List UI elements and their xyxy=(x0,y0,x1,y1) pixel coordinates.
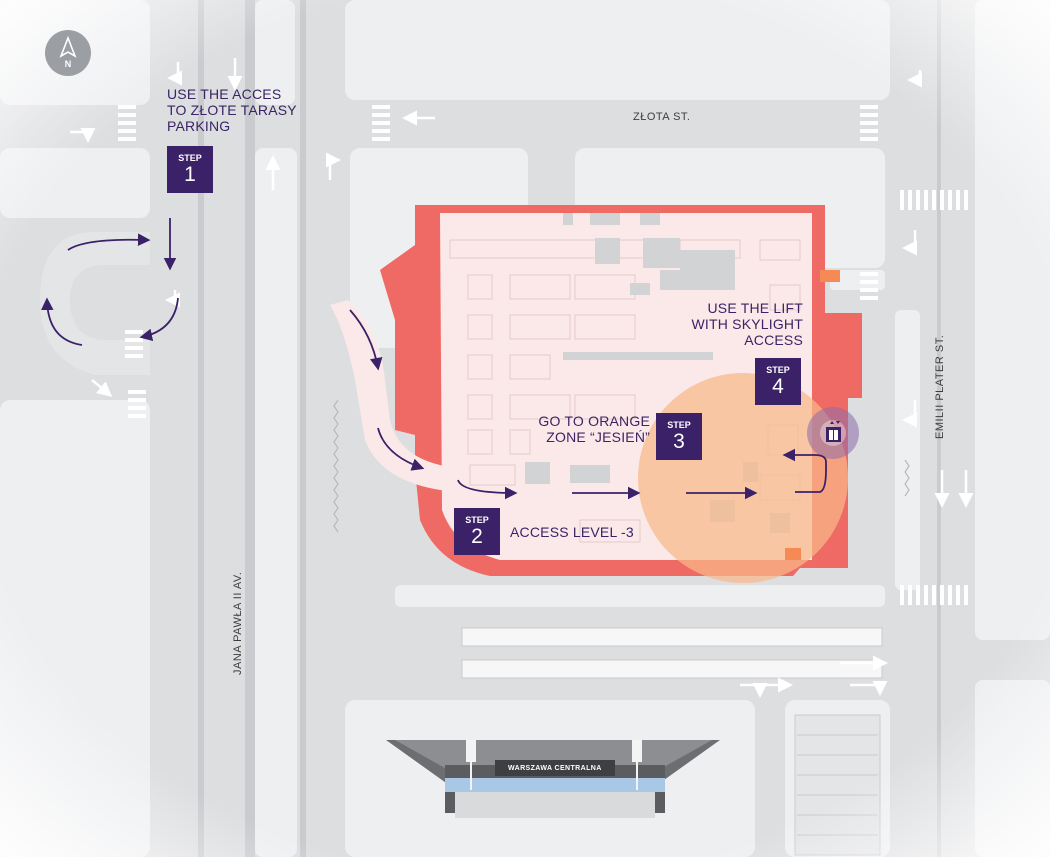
instruction-line: GO TO ORANGE xyxy=(538,413,650,429)
instruction-line: WITH SKYLIGHT xyxy=(691,316,803,332)
instruction-line: USE THE LIFT xyxy=(707,300,803,316)
step-4-badge: STEP 4 xyxy=(755,358,801,405)
step-1-badge: STEP 1 xyxy=(167,146,213,193)
step-2-badge: STEP 2 xyxy=(454,508,500,555)
instruction-line: USE THE ACCES xyxy=(167,86,282,102)
step-1-instruction: USE THE ACCES TO ZŁOTE TARASY PARKING xyxy=(167,86,297,134)
instruction-line: ACCESS xyxy=(744,332,803,348)
step-label: STEP xyxy=(465,515,489,525)
street-label-jana-pawla: JANA PAWŁA II AV. xyxy=(232,571,244,675)
instruction-line: PARKING xyxy=(167,118,231,134)
instruction-line: ZONE “JESIEŃ” xyxy=(546,429,650,445)
step-3-badge: STEP 3 xyxy=(656,413,702,460)
step-label: STEP xyxy=(667,420,691,430)
step-number: 3 xyxy=(673,430,685,453)
street-label-zlota: ZŁOTA ST. xyxy=(633,111,691,123)
step-number: 1 xyxy=(184,163,196,186)
instruction-line: TO ZŁOTE TARASY xyxy=(167,102,297,118)
step-3-instruction: GO TO ORANGE ZONE “JESIEŃ” xyxy=(515,413,650,445)
north-arrow-icon xyxy=(59,35,77,58)
step-number: 2 xyxy=(471,525,483,548)
step-label: STEP xyxy=(178,153,202,163)
north-compass: N xyxy=(45,30,91,76)
step-4-instruction: USE THE LIFT WITH SKYLIGHT ACCESS xyxy=(668,300,803,348)
street-label-emilii-plater: EMILII PLATER ST. xyxy=(934,334,946,439)
instruction-line: ACCESS LEVEL -3 xyxy=(510,524,634,540)
station-name: WARSZAWA CENTRALNA xyxy=(508,765,602,772)
step-number: 4 xyxy=(772,375,784,398)
step-label: STEP xyxy=(766,365,790,375)
step-2-instruction: ACCESS LEVEL -3 xyxy=(510,524,634,540)
compass-label: N xyxy=(64,59,72,69)
